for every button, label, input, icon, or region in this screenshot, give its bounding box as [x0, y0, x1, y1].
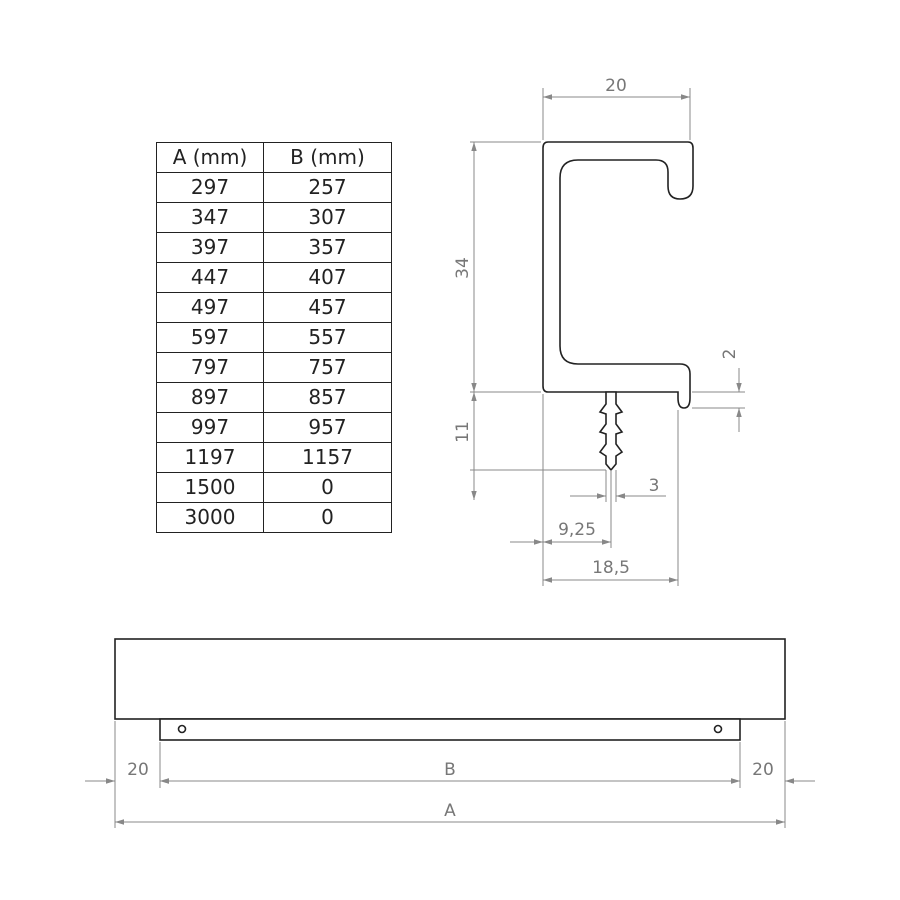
dim-right-offset: 20	[752, 760, 774, 780]
dim-lip: 2	[720, 349, 740, 360]
cell-b: 957	[263, 412, 392, 443]
mounting-base	[159, 718, 741, 741]
cell-a: 897	[156, 382, 264, 413]
cell-b: 1157	[263, 442, 392, 473]
cell-b: 0	[263, 502, 392, 533]
dim-tab-height: 11	[453, 421, 473, 443]
cell-a: 1500	[156, 472, 264, 503]
profile-dimensions: 20 34 11 2 3 9,25 18,5	[453, 76, 745, 586]
cell-b: 407	[263, 262, 392, 293]
dim-length-b: B	[444, 760, 456, 780]
cell-b: 457	[263, 292, 392, 323]
dim-left-offset: 20	[127, 760, 149, 780]
profile-body	[542, 141, 694, 409]
mounting-hole-right	[713, 724, 723, 734]
cell-a: 1197	[156, 442, 264, 473]
dim-base-width: 18,5	[592, 558, 630, 578]
front-view	[114, 638, 786, 741]
front-dimensions: 20 B 20 A	[85, 721, 815, 828]
mounting-hole-left	[177, 724, 187, 734]
cell-b: 857	[263, 382, 392, 413]
dim-tab-offset: 9,25	[558, 520, 596, 540]
header-a: A (mm)	[156, 142, 264, 173]
cell-b: 307	[263, 202, 392, 233]
cell-a: 3000	[156, 502, 264, 533]
barbed-tab	[598, 391, 624, 472]
table-header-row: A (mm) B (mm)	[156, 142, 392, 173]
profile-cross-section	[542, 141, 694, 472]
dim-width-top: 20	[605, 76, 627, 96]
cell-b: 0	[263, 472, 392, 503]
header-b: B (mm)	[263, 142, 392, 173]
cell-a: 297	[156, 172, 264, 203]
dim-tab-width: 3	[649, 476, 660, 496]
cell-a: 497	[156, 292, 264, 323]
handle-front-face	[114, 638, 786, 720]
dim-length-a: A	[444, 801, 456, 821]
dim-height: 34	[453, 257, 473, 279]
